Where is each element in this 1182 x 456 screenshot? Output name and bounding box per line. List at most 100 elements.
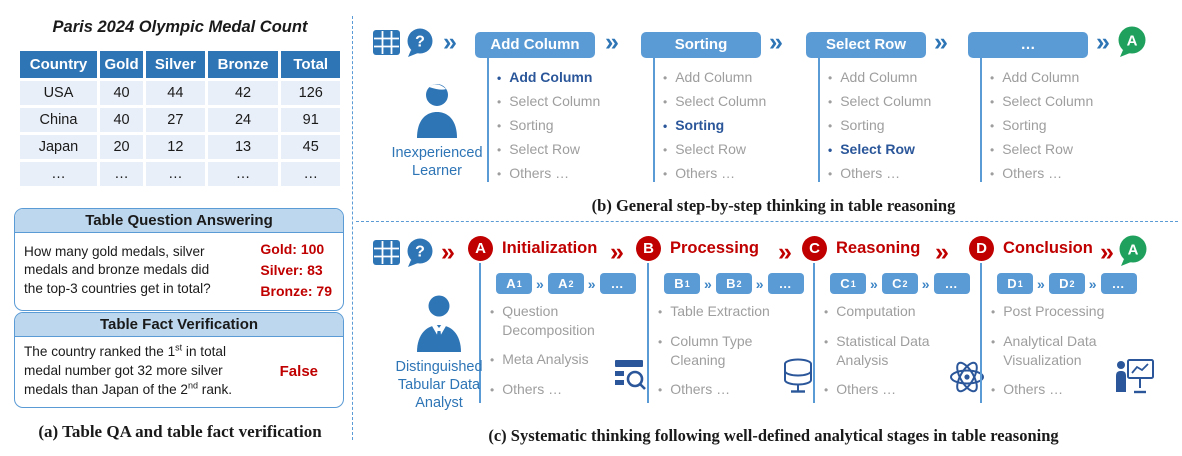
option-item[interactable]: •Add Column: [990, 66, 1093, 90]
cell: 44: [146, 81, 205, 105]
task-item: •Others …: [658, 380, 786, 400]
option-item[interactable]: •Sorting: [990, 114, 1093, 138]
option-item[interactable]: •Select Column: [663, 90, 766, 114]
option-item[interactable]: •Select Row: [990, 138, 1093, 162]
option-item[interactable]: •Others …: [663, 162, 766, 186]
bullet-icon: •: [991, 383, 996, 397]
option-item[interactable]: •Select Column: [990, 90, 1093, 114]
cell: 40: [100, 108, 144, 132]
stage-task-list: •Post Processing •Analytical Data Visual…: [991, 302, 1119, 410]
actor-label: Inexperienced: [391, 145, 483, 161]
table-title: Paris 2024 Olympic Medal Count: [52, 18, 308, 36]
substep-chip[interactable]: …: [1100, 273, 1137, 294]
table-row: … … … … …: [20, 162, 340, 186]
option-item[interactable]: •Others …: [828, 162, 931, 186]
chevron-icon: »: [870, 275, 878, 292]
option-item[interactable]: •Add Column: [663, 66, 766, 90]
cell: China: [20, 108, 97, 132]
table-row: Japan 20 12 13 45: [20, 135, 340, 159]
answer-icon: A: [1119, 235, 1147, 266]
svg-text:?: ?: [415, 244, 425, 261]
option-item[interactable]: •Select Column: [828, 90, 931, 114]
bullet-icon: •: [824, 383, 829, 397]
substep-chip[interactable]: …: [933, 273, 970, 294]
bullet-icon: •: [828, 143, 833, 157]
option-item[interactable]: •Select Row: [663, 138, 766, 162]
fact-statement: The country ranked the 1st in total meda…: [24, 342, 233, 397]
option-item[interactable]: •Select Row: [497, 138, 600, 162]
column-header: Total: [281, 51, 340, 78]
bullet-icon: •: [828, 167, 833, 181]
option-item[interactable]: •Others …: [497, 162, 600, 186]
option-item[interactable]: •Sorting: [497, 114, 600, 138]
bullet-icon: •: [990, 119, 995, 133]
step-button[interactable]: Add Column: [475, 32, 595, 58]
question-icon: ?: [407, 238, 433, 267]
column-header: Country: [20, 51, 97, 78]
chevron-icon: »: [778, 238, 792, 266]
task-item: •Statistical Data Analysis: [824, 333, 930, 368]
stage-name: Processing: [670, 239, 759, 257]
step-group-ellipsis: … •Add Column •Select Column •Sorting •S…: [968, 32, 1130, 182]
bullet-icon: •: [663, 143, 668, 157]
task-item: •Post Processing: [991, 302, 1119, 322]
step-button[interactable]: Select Row: [806, 32, 926, 58]
person-icon: [417, 84, 457, 138]
svg-text:?: ?: [415, 34, 425, 51]
substep-chip[interactable]: …: [767, 273, 804, 294]
step-options-list: •Add Column •Select Column •Sorting •Sel…: [663, 66, 766, 186]
qa-answer: Gold: 100 Silver: 83 Bronze: 79: [260, 239, 334, 302]
cell: …: [100, 162, 144, 186]
option-item[interactable]: •Others …: [990, 162, 1093, 186]
substep-chip[interactable]: …: [599, 273, 636, 294]
chevron-icon: »: [605, 28, 619, 56]
database-icon: [784, 358, 812, 393]
fact-answer: False: [279, 362, 318, 380]
table-icon: [373, 30, 400, 55]
step-button[interactable]: Sorting: [641, 32, 761, 58]
bullet-icon: •: [828, 95, 833, 109]
chevron-icon: »: [1100, 238, 1114, 266]
step-connector-line: [653, 58, 655, 182]
option-item[interactable]: •Sorting: [663, 114, 766, 138]
stage-name: Initialization: [502, 239, 598, 257]
table-icon: [373, 240, 400, 265]
step-options-list: •Add Column •Select Column •Sorting •Sel…: [497, 66, 600, 186]
step-options-list: •Add Column •Select Column •Sorting •Sel…: [828, 66, 931, 186]
step-button[interactable]: …: [968, 32, 1088, 58]
option-item[interactable]: •Add Column: [497, 66, 600, 90]
bullet-icon: •: [497, 95, 502, 109]
option-item[interactable]: •Sorting: [828, 114, 931, 138]
task-item: •Question Decomposition: [490, 303, 595, 338]
option-item[interactable]: •Select Column: [497, 90, 600, 114]
option-item[interactable]: •Select Row: [828, 138, 931, 162]
chevron-icon: »: [921, 275, 930, 292]
column-header: Bronze: [207, 51, 279, 78]
bullet-icon: •: [990, 167, 995, 181]
option-item[interactable]: •Add Column: [828, 66, 931, 90]
table-search-icon: [615, 360, 646, 390]
stage-connector-line: [980, 263, 982, 403]
caption-b: (b) General step-by-step thinking in tab…: [591, 196, 956, 215]
bullet-icon: •: [990, 95, 995, 109]
chevron-icon: »: [1096, 28, 1110, 56]
actor-label: Tabular Data: [397, 377, 481, 393]
cell: 12: [146, 135, 205, 159]
person-suit-icon: [417, 295, 461, 352]
column-header: Silver: [146, 51, 205, 78]
actor-label: Distinguished: [395, 359, 483, 375]
task-item: •Others …: [991, 380, 1119, 400]
cell: …: [146, 162, 205, 186]
stage-task-list: •Table Extraction •Column Type Cleaning …: [658, 302, 786, 410]
